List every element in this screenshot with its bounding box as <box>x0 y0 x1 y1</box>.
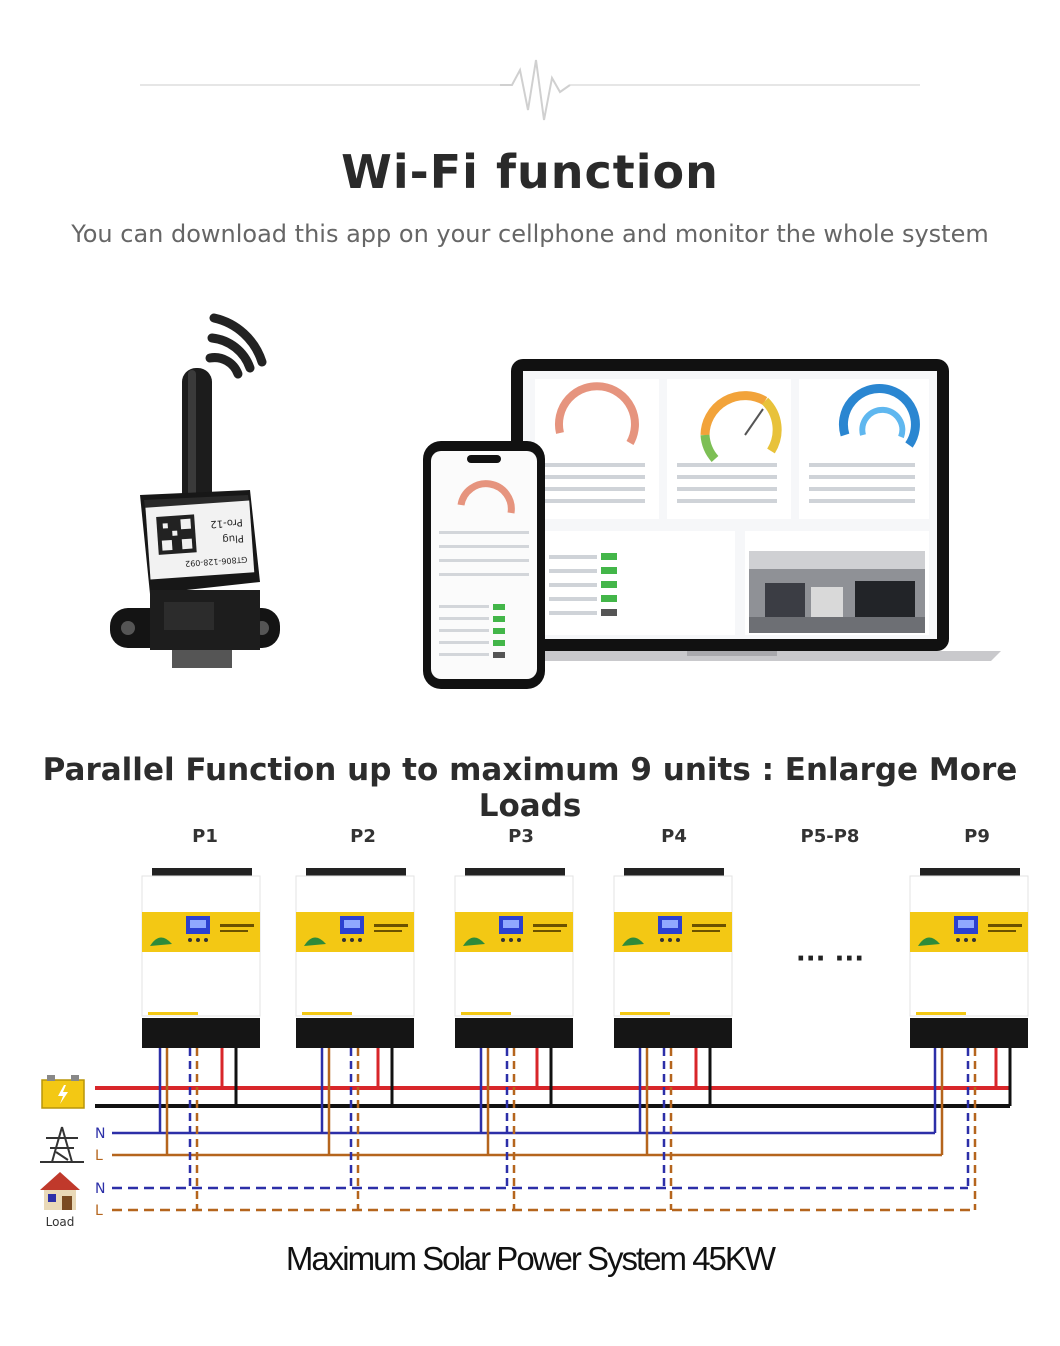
unit-label-p9: P9 <box>964 826 990 847</box>
footer-caption: Maximum Solar Power System 45KW <box>285 1240 776 1277</box>
monitoring-devices <box>423 359 1001 689</box>
pulse-divider <box>140 59 920 121</box>
unit-drops <box>158 1048 1012 1210</box>
load-n-label: N <box>95 1181 105 1197</box>
inverter-p3 <box>454 867 574 1049</box>
parallel-wiring-diagram: ··· ··· <box>40 867 1029 1229</box>
grid-l-label: L <box>95 1148 103 1164</box>
smartphone <box>423 441 545 689</box>
grid-tower-icon <box>40 1126 84 1163</box>
inverter-p9 <box>909 867 1029 1049</box>
grid-n-label: N <box>95 1126 105 1142</box>
dongle-serial-text: GT806-128-092 <box>185 555 248 568</box>
qr-code-icon <box>156 514 197 555</box>
parallel-title: Parallel Function up to maximum 9 units … <box>42 752 1018 824</box>
unit-label-p5-p8: P5-P8 <box>800 826 860 847</box>
wifi-signal-icon <box>205 313 267 379</box>
wifi-dongle: GT806-128-092 Plug Pro-12 <box>110 313 280 668</box>
more-units-ellipsis: ··· ··· <box>796 944 864 974</box>
unit-label-p3: P3 <box>508 826 534 847</box>
inverter-p1 <box>141 867 261 1049</box>
page-title: Wi-Fi function <box>341 145 719 199</box>
dongle-label: GT806-128-092 Plug Pro-12 <box>145 500 255 580</box>
laptop <box>495 359 1001 661</box>
page-subtitle: You can download this app on your cellph… <box>71 220 989 248</box>
dongle-plus-text: Plug <box>222 532 244 544</box>
load-l-label: L <box>95 1203 103 1219</box>
unit-label-p4: P4 <box>661 826 687 847</box>
unit-label-p2: P2 <box>350 826 376 847</box>
house-load-icon <box>40 1172 80 1210</box>
inverter-p4 <box>613 867 733 1049</box>
antenna <box>182 368 212 508</box>
battery-icon <box>41 1075 85 1109</box>
unit-label-p1: P1 <box>192 826 218 847</box>
inverter-p2 <box>295 867 415 1049</box>
load-label: Load <box>46 1215 75 1229</box>
dongle-model-text: Pro-12 <box>210 516 243 529</box>
